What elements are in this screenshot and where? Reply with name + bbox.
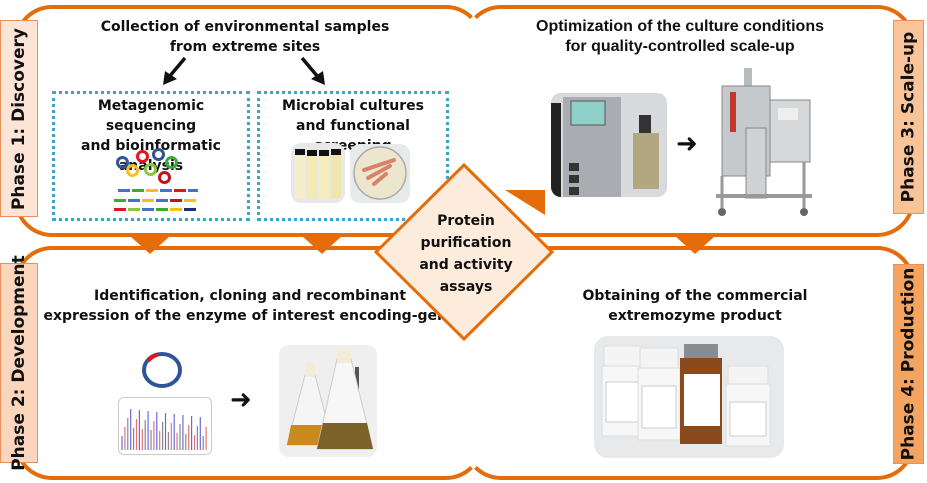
center-line1: Protein <box>437 213 495 229</box>
arrow-down-icon <box>130 236 170 254</box>
metagenomic-box <box>52 91 250 221</box>
center-line4: assays <box>439 279 493 295</box>
discovery-title-line1: Collection of environmental samples <box>100 19 390 35</box>
phase-4-text: Phase 4: Production <box>898 267 919 461</box>
petri-dish-photo <box>350 144 410 203</box>
diamond-shape <box>373 162 555 342</box>
phase-1-label: Phase 1: Discovery <box>0 20 38 217</box>
arrow-down-icon <box>302 236 342 254</box>
phase-2-label: Phase 2: Development <box>0 255 38 471</box>
phase-1-text: Phase 1: Discovery <box>9 27 30 210</box>
phase-4-label: Phase 4: Production <box>893 264 924 464</box>
center-diamond <box>373 162 555 342</box>
development-title-line2: expression of the enzyme of interest enc… <box>43 308 457 324</box>
phase-3-text: Phase 3: Scale-up <box>898 31 919 203</box>
phase-3-label: Phase 3: Scale-up <box>893 20 924 214</box>
lab-bioreactor-photo <box>551 93 667 197</box>
development-title: Identification, cloning and recombinant … <box>40 286 460 326</box>
cultures-line1: Microbial cultures <box>282 98 424 114</box>
cultures-box <box>257 91 449 221</box>
scaleup-title-line2: for quality-controlled scale-up <box>565 38 795 55</box>
development-panel <box>14 246 484 480</box>
discovery-title-line2: from extreme sites <box>169 39 321 55</box>
metagenomic-line1: Metagenomic sequencing <box>97 98 205 134</box>
phase-2-text: Phase 2: Development <box>9 255 30 471</box>
discovery-title: Collection of environmental samples from… <box>70 17 420 57</box>
production-title: Obtaining of the commercial extremozyme … <box>570 286 820 326</box>
arrow-right-icon: ➜ <box>676 129 698 159</box>
scaleup-title-line1: Optimization of the culture conditions <box>536 18 824 35</box>
production-title-line2: extremozyme product <box>608 308 782 324</box>
wedge-top-right <box>505 190 545 215</box>
center-text: Protein purification and activity assays <box>412 210 520 298</box>
production-title-line1: Obtaining of the commercial <box>582 288 808 304</box>
plasmid-icon <box>142 352 182 388</box>
arrow-down-icon <box>675 236 715 254</box>
center-line3: and activity <box>419 257 513 273</box>
center-line2: purification <box>420 235 512 251</box>
industrial-bioreactor-photo <box>708 68 818 220</box>
development-title-line1: Identification, cloning and recombinant <box>93 288 407 304</box>
flasks-photo <box>279 345 377 457</box>
arrow-right-icon: ➜ <box>230 385 252 415</box>
arrow-down-left-icon <box>163 56 187 85</box>
culture-tubes-photo <box>291 143 345 203</box>
arrow-down-right-icon <box>300 56 325 85</box>
split-arrows <box>163 56 325 85</box>
chromatogram-image <box>118 397 212 455</box>
scaleup-title: Optimization of the culture conditions f… <box>500 17 860 57</box>
product-vials-photo <box>594 336 784 458</box>
